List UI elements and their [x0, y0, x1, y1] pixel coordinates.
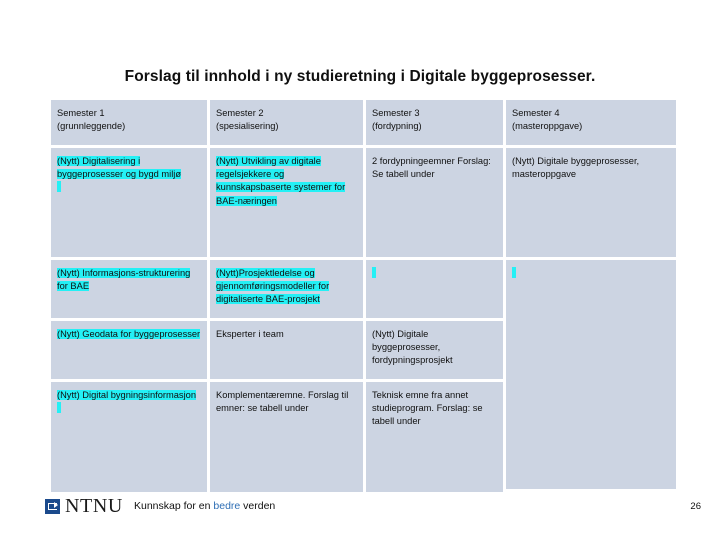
table-row: (Nytt) Digitalisering i byggeprosesser o… — [51, 148, 676, 260]
table-row: (Nytt) Informasjons-strukturering for BA… — [51, 260, 676, 492]
page-title: Forslag til innhold i ny studieretning i… — [124, 68, 596, 85]
footer-tagline: Kunnskap for en bedre verden — [134, 500, 275, 512]
table-header-semester-2: Semester 2 (spesialisering) — [210, 100, 366, 148]
table-row: (Nytt) Digital bygningsinformasjon Kompl… — [51, 382, 676, 492]
header-line-1: Semester 1 — [57, 108, 105, 118]
cell-text: (Nytt)Prosjektledelse og gjennomføringsm… — [216, 268, 330, 305]
cell-text: (Nytt) Digital bygningsinformasjon — [57, 390, 196, 400]
cell-r2-c1: (Nytt) Informasjons-strukturering for BA… — [51, 260, 210, 321]
semester-plan-table: Semester 1 (grunnleggende) Semester 2 (s… — [51, 100, 676, 492]
page-number: 26 — [690, 501, 701, 512]
header-line-1: Semester 2 — [216, 108, 264, 118]
header-line-2: (fordypning) — [372, 121, 422, 132]
table-row: (Nytt) Geodata for byggeprosesser Eksper… — [51, 321, 676, 382]
header-line-2: (grunnleggende) — [57, 121, 126, 132]
cell-r1-c2: (Nytt) Utvikling av digitale regelsjekke… — [210, 148, 366, 260]
cell-r1-c1: (Nytt) Digitalisering i byggeprosesser o… — [51, 148, 210, 260]
ntnu-wordmark: NTNU — [65, 495, 123, 517]
cell-text: (Nytt) Digitale byggeprosesser, masterop… — [512, 156, 640, 180]
cell-r3-c2: Eksperter i team — [210, 321, 366, 382]
highlight-blank-marker — [512, 267, 516, 278]
cell-text: Teknisk emne fra annet studieprogram. Fo… — [372, 390, 483, 427]
tagline-part-accent: bedre — [213, 500, 241, 512]
header-line-2: (masteroppgave) — [512, 121, 583, 132]
table-header-semester-3: Semester 3 (fordypning) — [366, 100, 506, 148]
cell-text: (Nytt) Geodata for byggeprosesser — [57, 329, 201, 339]
highlight-blank-marker — [57, 402, 61, 414]
cell-r1-c4: (Nytt) Digitale byggeprosesser, masterop… — [506, 148, 676, 260]
slide-footer: NTNU Kunnskap for en bedre verden 26 — [0, 488, 720, 540]
cell-text: (Nytt) Digitale byggeprosesser, fordypni… — [372, 329, 453, 366]
table-header-semester-4: Semester 4 (masteroppgave) — [506, 100, 676, 148]
cell-r3-c3: (Nytt) Digitale byggeprosesser, fordypni… — [366, 321, 506, 382]
ntnu-emblem-icon — [45, 498, 60, 514]
ntnu-logo: NTNU — [45, 496, 123, 516]
table-header-row: Semester 1 (grunnleggende) Semester 2 (s… — [51, 100, 676, 148]
cell-text: (Nytt) Digitalisering i byggeprosesser o… — [57, 156, 182, 180]
cell-text: Eksperter i team — [216, 329, 284, 339]
header-line-1: Semester 4 — [512, 108, 560, 118]
cell-r2-c3 — [366, 260, 506, 321]
table-header-semester-1: Semester 1 (grunnleggende) — [51, 100, 210, 148]
cell-r4-c2: Komplementæremne. Forslag til emner: se … — [210, 382, 366, 492]
header-line-2: (spesialisering) — [216, 121, 279, 132]
tagline-part-before: Kunnskap for en — [134, 500, 214, 512]
cell-r3-c1: (Nytt) Geodata for byggeprosesser — [51, 321, 210, 382]
cell-text: 2 fordypningeemner Forslag: Se tabell un… — [372, 156, 491, 180]
cell-r2-c4-merged — [506, 260, 676, 492]
highlight-blank-marker — [57, 181, 61, 193]
highlight-blank-marker — [372, 267, 376, 278]
cell-text: (Nytt) Utvikling av digitale regelsjekke… — [216, 156, 346, 206]
cell-r4-c3: Teknisk emne fra annet studieprogram. Fo… — [366, 382, 506, 492]
header-line-1: Semester 3 — [372, 108, 420, 118]
cell-r2-c2: (Nytt)Prosjektledelse og gjennomføringsm… — [210, 260, 366, 321]
cell-r1-c3: 2 fordypningeemner Forslag: Se tabell un… — [366, 148, 506, 260]
cell-text: Komplementæremne. Forslag til emner: se … — [216, 390, 349, 414]
tagline-part-after: verden — [240, 500, 276, 512]
cell-r4-c1: (Nytt) Digital bygningsinformasjon — [51, 382, 210, 492]
cell-text: (Nytt) Informasjons-strukturering for BA… — [57, 268, 191, 292]
